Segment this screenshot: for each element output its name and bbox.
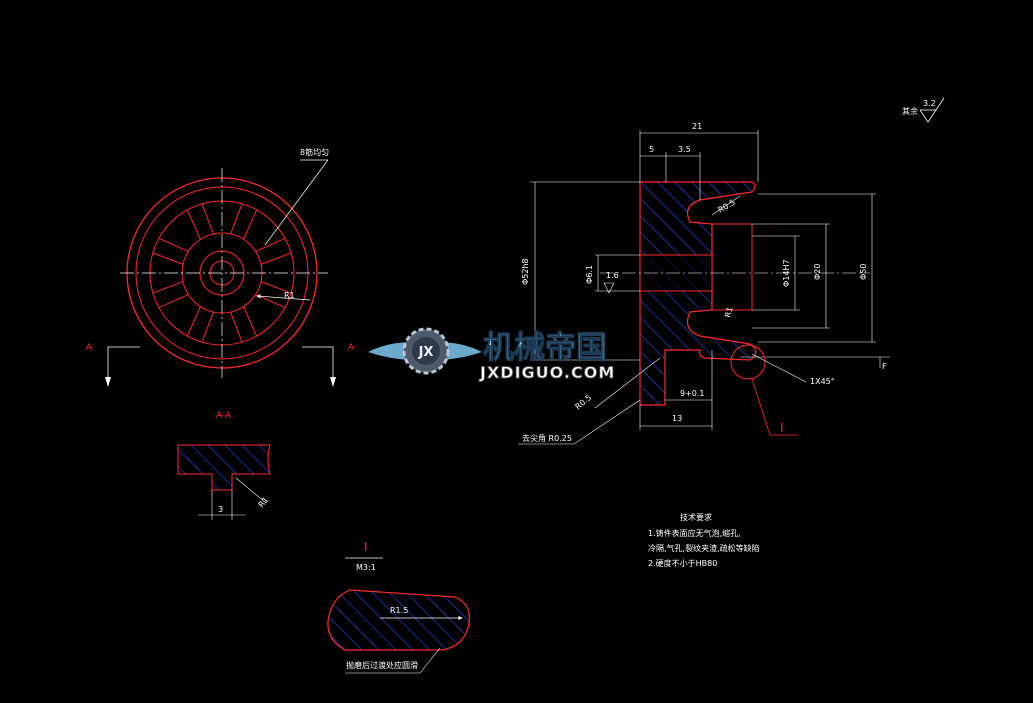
section-mark-right: A xyxy=(348,343,355,353)
aa-section: A-A 3 R1 xyxy=(177,411,271,520)
dim-phi50: Φ50 xyxy=(859,264,868,280)
spoke-edge xyxy=(186,209,201,240)
detail-note-leader xyxy=(345,647,441,674)
section-arrowhead-right xyxy=(330,377,336,387)
tech-line-1: 1.铸件表面应无气泡,缩孔, xyxy=(648,528,741,538)
main-section: 21 5 3.5 R0.5 Φ52h8 Φ6.1 1.6 Φ14H7 Φ20 Φ… xyxy=(518,122,890,445)
aa-r-leader xyxy=(235,477,267,504)
detail-circle xyxy=(730,344,766,380)
brand-url: JXDIGUO.COM xyxy=(479,363,615,382)
fillet-leader xyxy=(518,399,641,445)
spoke-edge xyxy=(152,281,184,294)
spoke-edge xyxy=(201,203,214,235)
chamfer-leader xyxy=(751,353,807,383)
r-mid: R1 xyxy=(723,306,734,319)
watermark: JX 机械帝国 JXDIGUO.COM xyxy=(368,327,615,382)
detail-leader xyxy=(751,378,798,436)
pulley-profile xyxy=(639,181,757,406)
front-view: 8筋均匀 R1 A A xyxy=(86,147,355,387)
r05-bot: R0.5 xyxy=(574,393,594,412)
detail-radius: R1.5 xyxy=(390,606,408,615)
chamfer: 1X45° xyxy=(810,377,835,386)
dim-9: 9+0.1 xyxy=(680,389,705,398)
aa-title: A-A xyxy=(216,411,232,421)
spoke-edge xyxy=(230,203,243,235)
roughness-symbol: 其余 3.2 xyxy=(902,97,945,123)
dim-phi20: Φ20 xyxy=(813,264,822,280)
tech-requirements: 技术要求 1.铸件表面应无气泡,缩孔, 冷隔,气孔,裂纹夹渣,疏松等缺陷 2.硬… xyxy=(648,512,760,568)
dim-13: 13 xyxy=(672,414,682,423)
dim-phi52: Φ52h8 xyxy=(521,258,530,285)
gear-center xyxy=(412,337,440,365)
dim-phi61: Φ6.1 xyxy=(585,265,594,284)
spokes-leader xyxy=(264,159,329,246)
hub-groove xyxy=(712,223,753,311)
r05-bot-leader xyxy=(594,357,661,409)
section-arrow-left xyxy=(107,346,140,383)
roughness-label: 其余 xyxy=(902,106,918,116)
roughness-value: 3.2 xyxy=(923,99,936,108)
spokes xyxy=(152,203,292,343)
detail-title-mark: I xyxy=(364,540,368,554)
spoke-edge xyxy=(260,252,292,265)
r1-label: R1 xyxy=(284,291,295,300)
dim-1-6-mark xyxy=(603,282,615,294)
spoke-edge xyxy=(201,311,214,343)
detail-profile xyxy=(327,589,471,651)
brand-name: 机械帝国 xyxy=(483,330,607,366)
logo-letters: JX xyxy=(418,345,434,360)
roughness-check xyxy=(919,97,945,123)
section-mark-left: A xyxy=(86,343,93,353)
spoke-edge xyxy=(152,252,184,265)
tech-title: 技术要求 xyxy=(680,512,712,522)
spoke-edge xyxy=(186,306,201,337)
aa-width: 3 xyxy=(218,505,223,514)
tech-line-3: 2.硬度不小于HB80 xyxy=(648,558,717,568)
r05-top-leader xyxy=(711,195,741,216)
aa-radius: R1 xyxy=(257,495,271,509)
r05-top: R0.5 xyxy=(717,198,737,215)
spoke-edge xyxy=(243,209,258,240)
spoke-edge xyxy=(158,237,189,252)
fillet-note: 去尖角 R0.25 xyxy=(522,433,572,443)
tech-line-2: 冷隔,气孔,裂纹夹渣,疏松等缺陷 xyxy=(648,543,760,553)
dim-phi14: Φ14H7 xyxy=(782,259,791,287)
detail-mark: I xyxy=(780,421,784,435)
section-arrow-right xyxy=(302,346,334,383)
dim-21: 21 xyxy=(692,122,702,131)
detail-note: 抛磨后过渡处应圆滑 xyxy=(346,660,418,670)
r1-leader xyxy=(256,294,311,301)
dim-5: 5 xyxy=(649,145,654,154)
dim-3-5: 3.5 xyxy=(678,145,691,154)
f-mark: F xyxy=(882,362,887,371)
spoke-edge xyxy=(230,311,243,343)
aa-profile xyxy=(177,444,271,491)
spoke-edge xyxy=(158,294,189,309)
section-arrowhead-left xyxy=(105,377,111,387)
detail-scale: M3:1 xyxy=(356,563,376,572)
dim-1-6: 1.6 xyxy=(606,271,619,280)
spoke-edge xyxy=(243,306,258,337)
spokes-note: 8筋均匀 xyxy=(300,147,329,157)
spoke-edge xyxy=(260,281,292,294)
detail-view: I M3:1 R1.5 抛磨后过渡处应圆滑 xyxy=(327,540,471,674)
spoke-edge xyxy=(255,237,286,252)
